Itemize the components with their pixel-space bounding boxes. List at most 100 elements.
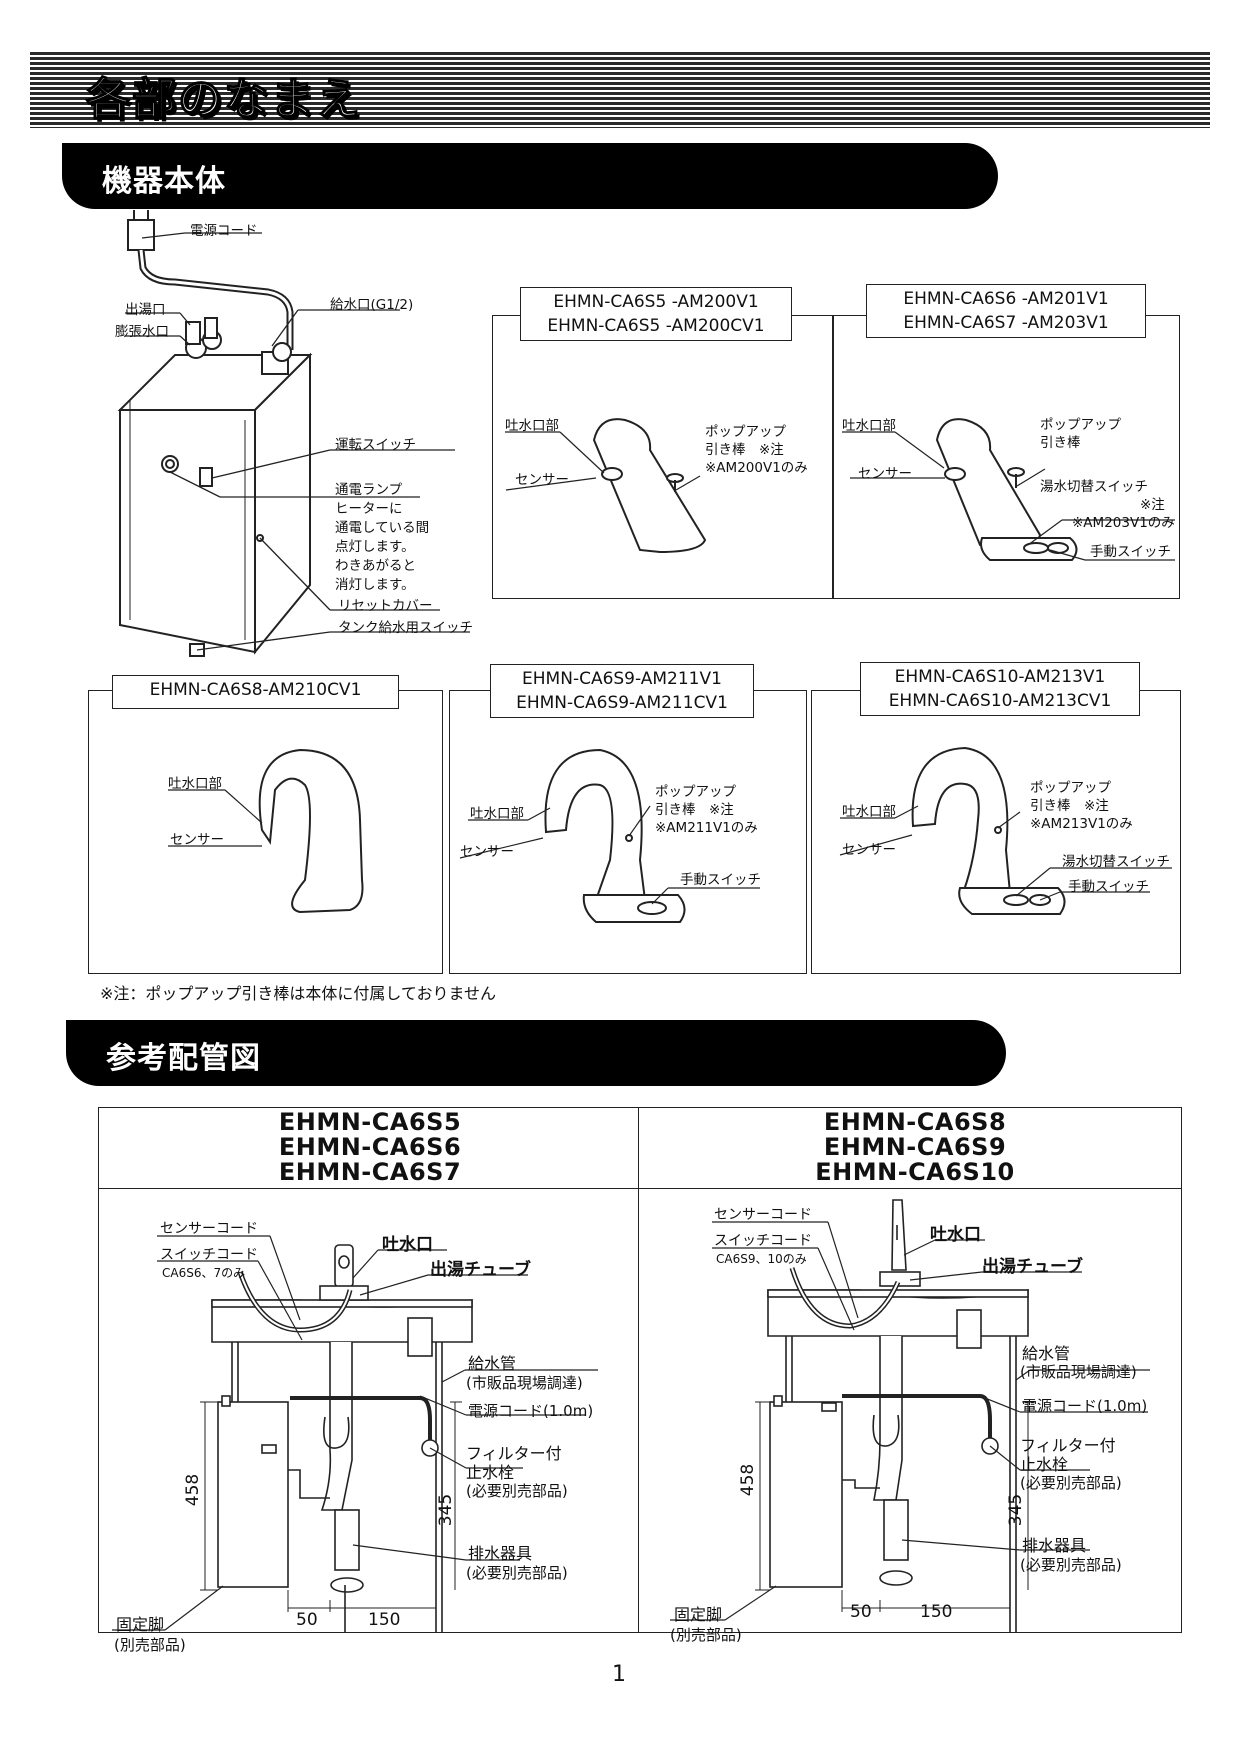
- model-box-p2: EHMN-CA6S6 -AM201V1 EHMN-CA6S7 -AM203V1: [866, 284, 1146, 338]
- piping-table-vline: [638, 1107, 639, 1632]
- left-hot-tube-label: 出湯チューブ: [430, 1260, 531, 1280]
- right-foot-label: 固定脚: [674, 1605, 723, 1624]
- p5-popup-label-1: ポップアップ: [1030, 780, 1111, 796]
- right-switch-note: CA6S9、10のみ: [716, 1252, 807, 1266]
- left-dim-150: 150: [368, 1610, 401, 1630]
- lamp-desc-5: 消灯します。: [335, 577, 415, 593]
- p2-temp-switch-label: 湯水切替スイッチ: [1040, 479, 1148, 495]
- left-filter-label-1: フィルター付: [466, 1444, 562, 1463]
- right-filter-label-1: フィルター付: [1020, 1436, 1116, 1455]
- p1-popup-note: ※AM200V1のみ: [705, 460, 808, 476]
- right-model-1: EHMN-CA6S8: [823, 1108, 1007, 1136]
- footnote: ※注：ポップアップ引き棒は本体に付属しておりません: [100, 984, 496, 1003]
- right-dim-345: 345: [1006, 1493, 1027, 1527]
- label-power-cord: 電源コード: [190, 223, 258, 239]
- left-switch-note: CA6S6、7のみ: [162, 1266, 246, 1280]
- right-filter-label-2: 止水栓: [1020, 1455, 1069, 1474]
- lamp-desc-3: 点灯します。: [335, 539, 415, 555]
- model-p5-1: EHMN-CA6S10-AM213V1: [894, 667, 1106, 687]
- section-title: 機器本体: [102, 164, 226, 199]
- left-filter-label-2: 止水栓: [466, 1463, 515, 1482]
- left-supply-note: (市販品現場調達): [466, 1374, 583, 1392]
- piping-table: [98, 1107, 1182, 1633]
- p5-temp-switch-label: 湯水切替スイッチ: [1062, 854, 1170, 870]
- right-drain-label: 排水器具: [1022, 1536, 1087, 1555]
- right-hot-tube-label: 出湯チューブ: [982, 1257, 1083, 1277]
- left-filter-note: (必要別売部品): [466, 1482, 568, 1500]
- right-dim-458: 458: [738, 1463, 759, 1497]
- label-reset-cover: リセットカバー: [338, 598, 433, 614]
- p3-sensor-label: センサー: [170, 832, 224, 848]
- panel-am213: [811, 690, 1181, 974]
- p1-sensor-label: センサー: [515, 472, 569, 488]
- right-model-2: EHMN-CA6S9: [823, 1133, 1007, 1161]
- p1-popup-label-2: 引き棒 ※注: [705, 442, 784, 458]
- left-drain-note: (必要別売部品): [466, 1564, 568, 1582]
- left-dim-345: 345: [436, 1493, 457, 1527]
- right-filter-note: (必要別売部品): [1020, 1474, 1122, 1492]
- p4-sensor-label: センサー: [460, 844, 514, 860]
- p2-temp-note-2: ※AM203V1のみ: [1072, 515, 1175, 531]
- right-dim-50: 50: [850, 1602, 872, 1622]
- right-dim-150: 150: [920, 1602, 953, 1622]
- section-header-piping: 参考配管図: [66, 1020, 1006, 1086]
- left-cord-label: 電源コード(1.0m): [468, 1402, 594, 1420]
- page-number: 1: [612, 1662, 626, 1687]
- title-banner: [30, 52, 1210, 128]
- right-supply-note: (市販品現場調達): [1020, 1363, 1137, 1381]
- left-sensor-cord-label: センサーコード: [160, 1221, 258, 1237]
- left-model-1: EHMN-CA6S5: [278, 1108, 462, 1136]
- piping-right-models: EHMN-CA6S8 EHMN-CA6S9 EHMN-CA6S10: [780, 1110, 1050, 1185]
- model-p4-2: EHMN-CA6S9-AM211CV1: [516, 693, 728, 713]
- model-box-p3: EHMN-CA6S8-AM210CV1: [112, 675, 399, 709]
- model-p2-1: EHMN-CA6S6 -AM201V1: [903, 289, 1109, 309]
- section-title: 参考配管図: [106, 1041, 261, 1076]
- left-foot-label: 固定脚: [116, 1615, 165, 1634]
- label-run-switch: 運転スイッチ: [335, 437, 416, 453]
- lamp-desc-4: わきあがると: [335, 558, 416, 574]
- p5-popup-label-2: 引き棒 ※注: [1030, 798, 1109, 814]
- p2-popup-label-2: 引き棒: [1040, 435, 1081, 451]
- right-cord-label: 電源コード(1.0m): [1022, 1397, 1148, 1415]
- right-foot-note: (別売部品): [670, 1626, 742, 1644]
- p2-temp-note-1: ※注: [1140, 497, 1165, 513]
- left-switch-cord-label: スイッチコード: [160, 1247, 258, 1263]
- model-p1-1: EHMN-CA6S5 -AM200V1: [553, 292, 759, 312]
- p4-popup-label-2: 引き棒 ※注: [655, 802, 734, 818]
- p5-spout-label: 吐水口部: [842, 804, 896, 820]
- p4-popup-label-1: ポップアップ: [655, 784, 736, 800]
- model-p1-2: EHMN-CA6S5 -AM200CV1: [547, 316, 765, 336]
- right-spout-label: 吐水口: [930, 1225, 981, 1245]
- p4-manual-switch-label: 手動スイッチ: [680, 872, 761, 888]
- label-expansion-outlet: 膨張水口: [115, 324, 169, 340]
- left-model-2: EHMN-CA6S6: [278, 1133, 462, 1161]
- p4-spout-label: 吐水口部: [470, 806, 524, 822]
- label-power-lamp: 通電ランプ: [335, 482, 403, 498]
- right-switch-cord-label: スイッチコード: [714, 1233, 812, 1249]
- section-header-main-unit: 機器本体: [62, 143, 998, 209]
- page-title: 各部のなまえ: [85, 73, 362, 126]
- p1-popup-label-1: ポップアップ: [705, 424, 786, 440]
- left-foot-note: (別売部品): [114, 1636, 186, 1654]
- label-water-inlet: 給水口(G1/2): [330, 297, 414, 313]
- model-p3-1: EHMN-CA6S8-AM210CV1: [149, 680, 362, 700]
- model-box-p5: EHMN-CA6S10-AM213V1 EHMN-CA6S10-AM213CV1: [860, 662, 1140, 716]
- label-tank-switch: タンク給水用スイッチ: [338, 620, 473, 636]
- left-model-3: EHMN-CA6S7: [278, 1158, 462, 1186]
- right-supply-label: 給水管: [1022, 1344, 1071, 1363]
- model-p2-2: EHMN-CA6S7 -AM203V1: [903, 313, 1109, 333]
- left-dim-458: 458: [183, 1473, 204, 1507]
- p3-spout-label: 吐水口部: [168, 776, 222, 792]
- p2-popup-label-1: ポップアップ: [1040, 417, 1121, 433]
- p5-manual-switch-label: 手動スイッチ: [1068, 879, 1149, 895]
- piping-left-models: EHMN-CA6S5 EHMN-CA6S6 EHMN-CA6S7: [240, 1110, 500, 1185]
- left-supply-label: 給水管: [468, 1354, 517, 1373]
- p5-sensor-label: センサー: [842, 842, 896, 858]
- p5-popup-note: ※AM213V1のみ: [1030, 816, 1133, 832]
- left-drain-label: 排水器具: [468, 1544, 533, 1563]
- left-dim-50: 50: [296, 1610, 318, 1630]
- p1-spout-label: 吐水口部: [505, 418, 559, 434]
- left-spout-label: 吐水口: [382, 1235, 433, 1255]
- right-drain-note: (必要別売部品): [1020, 1556, 1122, 1574]
- lamp-desc-2: 通電している間: [335, 520, 430, 536]
